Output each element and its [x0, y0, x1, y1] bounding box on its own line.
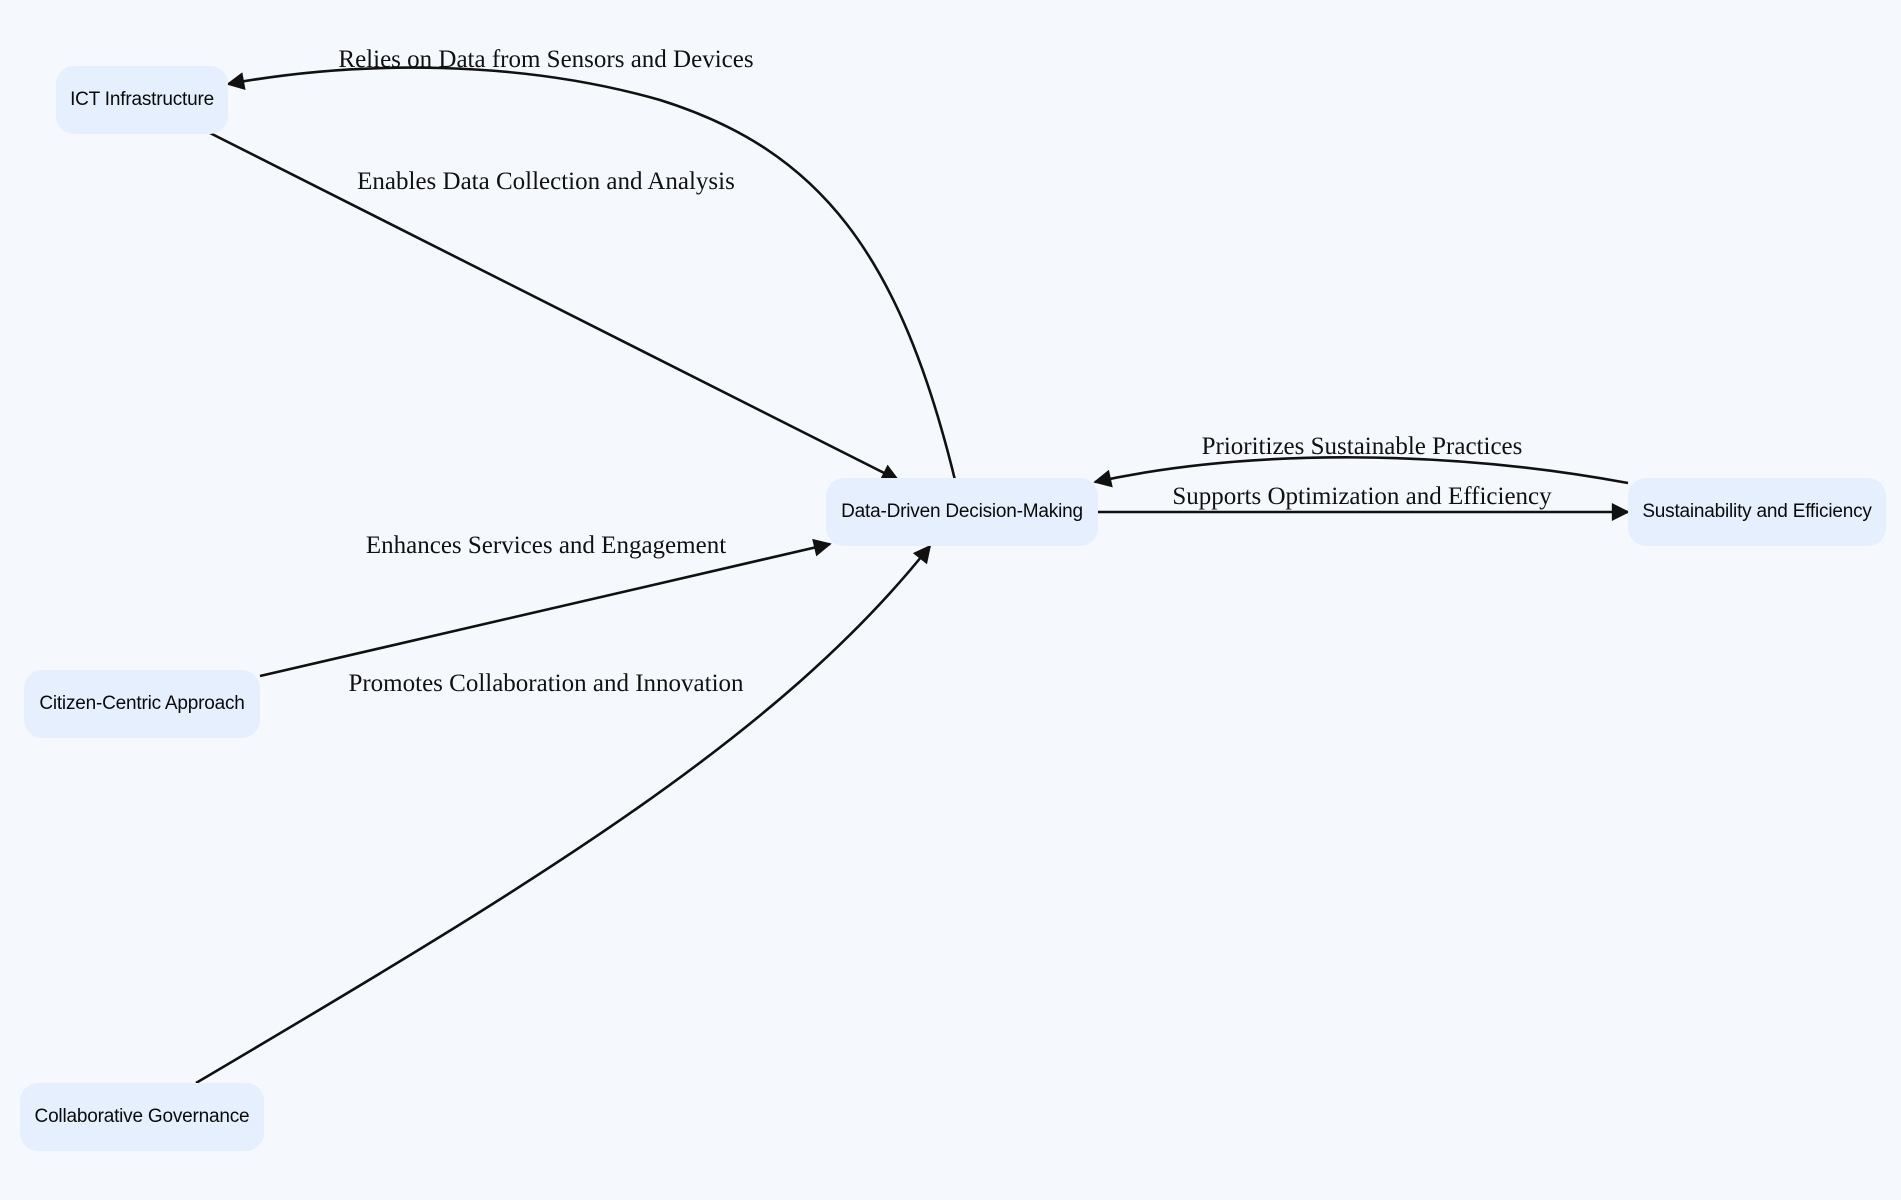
- edge-relies-path: [226, 66, 957, 481]
- edge-label-prioritizes: Prioritizes Sustainable Practices: [1202, 433, 1523, 460]
- node-citizen-centric-approach-label: Citizen-Centric Approach: [39, 693, 245, 714]
- node-ict-infrastructure[interactable]: ICT Infrastructure: [56, 66, 228, 134]
- node-citizen-centric-approach[interactable]: Citizen-Centric Approach: [24, 670, 260, 738]
- edge-prioritizes-path: [1093, 456, 1629, 488]
- node-collaborative-governance-label: Collaborative Governance: [34, 1106, 250, 1127]
- edge-label-relies: Relies on Data from Sensors and Devices: [338, 46, 753, 73]
- edge-label-enables: Enables Data Collection and Analysis: [357, 168, 735, 195]
- edge-enables-path: [207, 130, 900, 482]
- edge-label-enhances: Enhances Services and Engagement: [366, 532, 726, 559]
- edge-promotes-path: [195, 544, 932, 1085]
- node-data-driven-decision-making-label: Data-Driven Decision-Making: [841, 501, 1083, 522]
- node-sustainability-and-efficiency[interactable]: Sustainability and Efficiency: [1628, 478, 1886, 546]
- edge-label-supports: Supports Optimization and Efficiency: [1172, 483, 1552, 510]
- node-data-driven-decision-making[interactable]: Data-Driven Decision-Making: [826, 478, 1098, 546]
- node-sustainability-and-efficiency-label: Sustainability and Efficiency: [1642, 501, 1872, 522]
- node-collaborative-governance[interactable]: Collaborative Governance: [20, 1083, 264, 1151]
- edge-enhances-path: [259, 538, 832, 678]
- edge-label-promotes: Promotes Collaboration and Innovation: [348, 670, 744, 697]
- node-ict-infrastructure-label: ICT Infrastructure: [70, 89, 214, 110]
